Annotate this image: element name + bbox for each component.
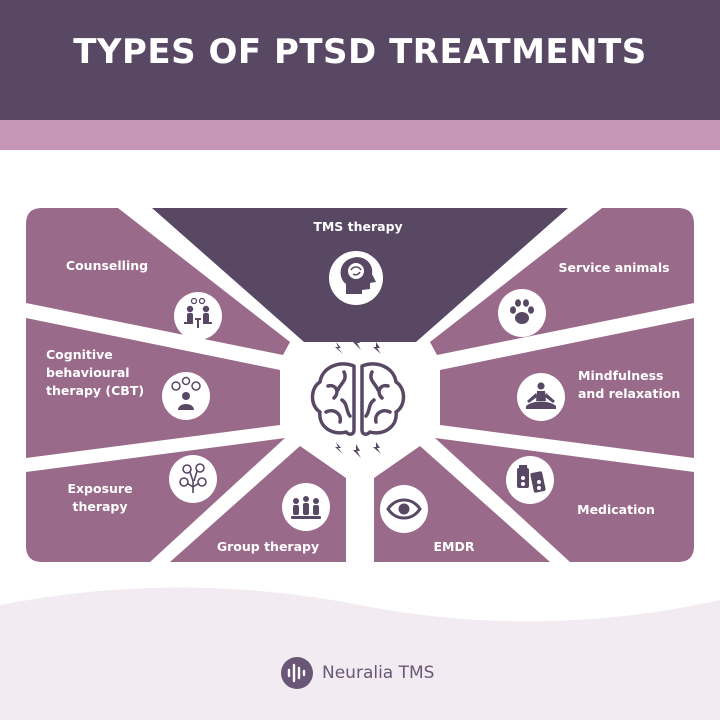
brand: Neuralia TMS (280, 655, 434, 691)
label-counselling: Counselling (66, 258, 148, 273)
header-band (0, 120, 720, 150)
medication-pills-icon (506, 456, 554, 504)
neuralia-logo-icon (281, 657, 313, 689)
brand-name: Neuralia TMS (322, 663, 435, 683)
exposure-tree-icon (169, 455, 217, 503)
treatment-diagram: TMS therapy Counselling Cognitive behavio… (0, 208, 720, 720)
segment-exposure (26, 438, 285, 562)
label-line: therapy (72, 499, 127, 514)
page-title: TYPES OF PTSD TREATMENTS (73, 32, 647, 72)
footer-wave (0, 587, 720, 720)
label-line: Exposure (67, 481, 132, 496)
eye-icon (380, 485, 428, 533)
label-line: behavioural (46, 365, 130, 380)
label-mindfulness: Mindfulness and relaxation (578, 368, 680, 401)
label-line: Group therapy (217, 539, 319, 554)
brain-icon (310, 336, 406, 458)
segment-service (430, 208, 694, 355)
label-cbt: Cognitive behavioural therapy (CBT) (46, 347, 144, 398)
label-line: Medication (577, 502, 655, 517)
label-line: EMDR (434, 539, 475, 554)
segment-mindfulness (440, 318, 694, 458)
segment-emdr (374, 446, 550, 562)
label-line: Counselling (66, 258, 148, 273)
counselling-people-icon (174, 292, 222, 340)
label-exposure: Exposure therapy (67, 481, 132, 514)
segment-medication (435, 438, 694, 562)
label-line: TMS therapy (313, 219, 402, 234)
label-line: Mindfulness (578, 368, 663, 383)
label-emdr: EMDR (434, 539, 475, 554)
label-tms: TMS therapy (313, 219, 402, 234)
segment-group (170, 446, 346, 562)
label-line: and relaxation (578, 386, 680, 401)
label-line: therapy (CBT) (46, 383, 144, 398)
segment-cbt (26, 318, 280, 458)
meditation-icon (517, 373, 565, 421)
label-medication: Medication (577, 502, 655, 517)
label-service: Service animals (558, 260, 669, 275)
label-line: Service animals (558, 260, 669, 275)
paw-icon (498, 289, 546, 337)
label-line: Cognitive (46, 347, 113, 362)
cbt-person-icon (162, 372, 210, 420)
header (0, 0, 720, 120)
segment-counselling (26, 208, 290, 355)
label-group: Group therapy (217, 539, 319, 554)
group-people-icon (282, 483, 330, 531)
head-brain-icon (329, 251, 383, 305)
